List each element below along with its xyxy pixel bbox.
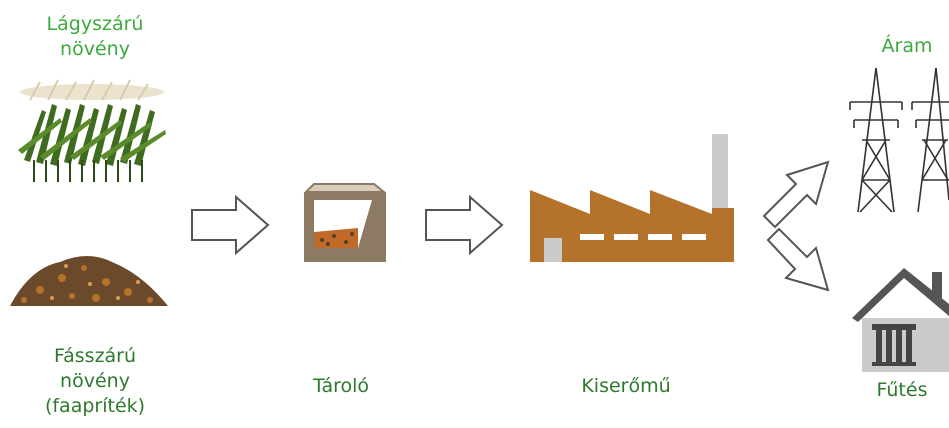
- power-plant-label: Kiserőmű: [581, 375, 671, 397]
- woody-label-line1: Fásszárú: [53, 345, 137, 367]
- herbaceous-plant-icon: [18, 79, 166, 182]
- power-pylon-2-icon: [911, 67, 949, 213]
- herbaceous-label-line1: Lágyszárú: [46, 13, 144, 35]
- storage-container-icon: [303, 183, 387, 262]
- storage-label: Tároló: [312, 375, 370, 397]
- wood-chips-icon: [10, 256, 168, 306]
- radiator-icon: [872, 324, 916, 366]
- electricity-label: Áram: [881, 35, 933, 57]
- flow-arrow-2: [425, 194, 504, 256]
- flow-arrow-heating: [766, 227, 830, 292]
- power-plant-icon: [530, 134, 734, 262]
- herbaceous-label-line2: növény: [60, 38, 130, 60]
- herbaceous-plant-label: Lágyszárú növény: [20, 12, 170, 62]
- flow-arrow-electricity: [762, 160, 830, 229]
- woody-label-line2: növény: [60, 370, 130, 392]
- heating-label: Fűtés: [876, 379, 928, 401]
- woody-plant-label: Fásszárú növény (faapríték): [20, 344, 170, 419]
- woody-label-line3: (faapríték): [44, 395, 146, 417]
- house-heating-icon: [852, 268, 949, 372]
- power-pylon-icon: [849, 67, 903, 213]
- flow-arrow-1: [191, 194, 270, 256]
